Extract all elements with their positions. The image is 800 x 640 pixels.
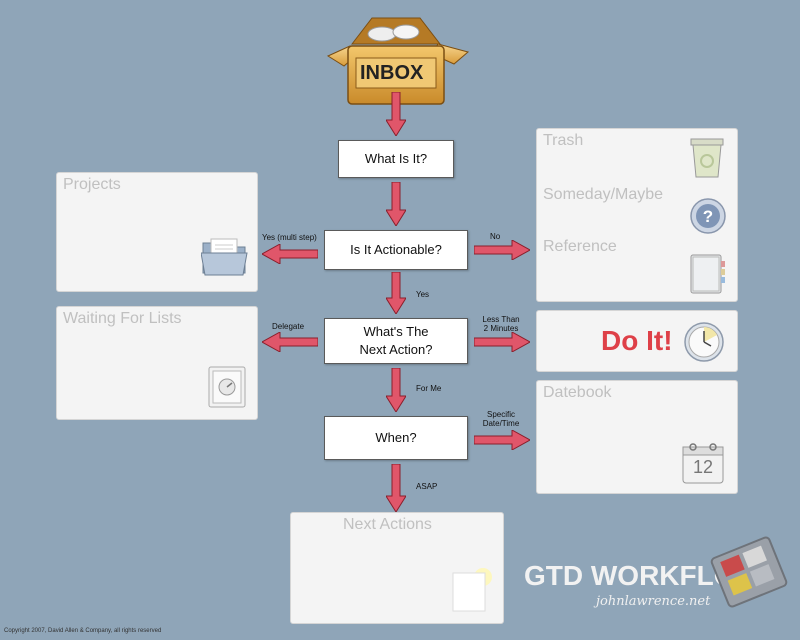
calendar-day: 12: [693, 457, 714, 477]
next-actions-panel: Next Actions: [290, 512, 504, 624]
waiting-panel: Waiting For Lists: [56, 306, 258, 420]
trash-panel: Trash Someday/Maybe Reference ?: [536, 128, 738, 302]
label-yes: Yes: [416, 290, 430, 299]
label-no: No: [490, 232, 501, 241]
decision-what-is-it: What Is It?: [338, 140, 454, 178]
do-it-panel: Do It!: [536, 310, 738, 372]
safe-icon: [207, 365, 247, 414]
someday-title: Someday/Maybe: [543, 186, 664, 203]
inbox-box-icon: [322, 14, 470, 108]
arrow-right-less-than: [474, 332, 530, 352]
decision-what-is-it-label: What Is It?: [364, 151, 428, 166]
book-icon: [687, 253, 727, 300]
arrow-left-delegate: [262, 332, 318, 352]
label-specific-line1: Specific: [486, 410, 515, 419]
logo-icon: [708, 532, 790, 617]
decision-actionable: Is It Actionable?: [324, 230, 468, 270]
projects-panel: Projects: [56, 172, 258, 292]
decision-actionable-label: Is It Actionable?: [350, 242, 442, 257]
waiting-title: Waiting For Lists: [63, 310, 182, 327]
copyright-text: Copyright 2007, David Allen & Company, a…: [4, 628, 162, 634]
inbox-label: INBOX: [360, 62, 424, 84]
decision-next-action-line1: What's The: [363, 324, 429, 339]
decision-next-action-line2: Next Action?: [359, 342, 433, 357]
label-delegate: Delegate: [272, 322, 305, 331]
folder-icon: [200, 235, 249, 282]
trash-can-icon: [689, 137, 725, 184]
label-asap: ASAP: [416, 482, 438, 491]
arrow-down-inbox: [386, 92, 406, 136]
arrow-down-asap: [386, 464, 406, 512]
arrow-right-specific: [474, 430, 530, 450]
notepad-icon: [449, 567, 493, 620]
label-less-than-line1: Less Than: [482, 315, 520, 324]
arrow-down-yes: [386, 272, 406, 314]
datebook-panel: Datebook 12: [536, 380, 738, 494]
next-actions-title: Next Actions: [343, 516, 432, 533]
decision-next-action: What's The Next Action?: [324, 318, 468, 364]
label-specific-line2: Date/Time: [482, 419, 520, 428]
calendar-icon: [681, 441, 725, 490]
label-less-than-line2: 2 Minutes: [483, 324, 519, 333]
arrow-down-for-me: [386, 368, 406, 412]
question-icon: ?: [689, 197, 727, 240]
decision-when-label: When?: [375, 430, 417, 445]
projects-title: Projects: [63, 176, 121, 193]
svg-text:?: ?: [703, 207, 713, 226]
reference-title: Reference: [543, 238, 617, 255]
trash-title: Trash: [543, 132, 584, 149]
label-less-than: Less Than 2 Minutes: [478, 315, 524, 333]
arrow-left-projects: [262, 244, 318, 264]
label-for-me: For Me: [416, 384, 442, 393]
label-yes-multi: Yes (multi step): [262, 233, 317, 242]
arrow-down-what: [386, 182, 406, 226]
label-specific: Specific Date/Time: [478, 410, 524, 428]
datebook-title: Datebook: [543, 384, 612, 401]
site-signature: johnlawrence.net: [596, 594, 711, 609]
arrow-right-no: [474, 240, 530, 260]
clock-icon: [683, 321, 725, 368]
decision-when: When?: [324, 416, 468, 460]
do-it-text: Do It!: [601, 325, 673, 356]
